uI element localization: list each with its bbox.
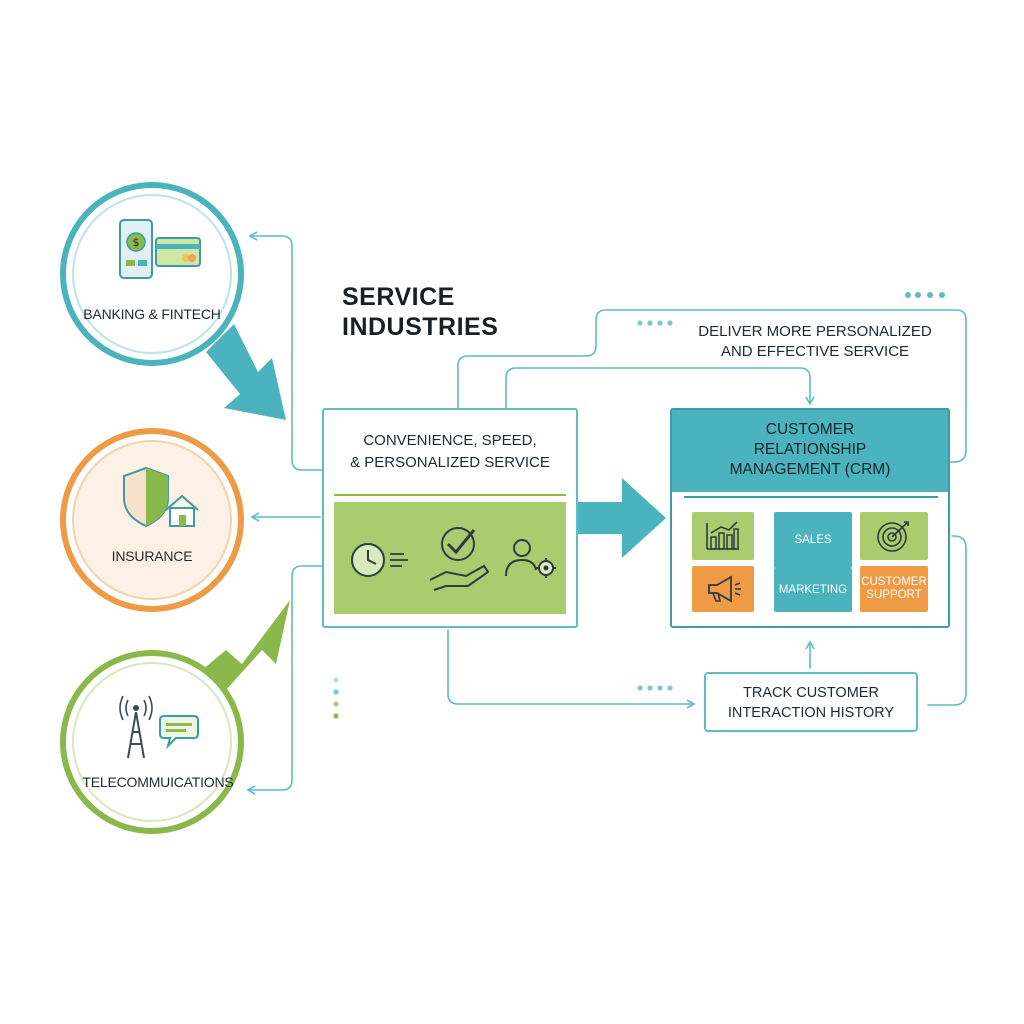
bar-chart-icon	[706, 521, 739, 550]
crm-tile-marketing: MARKETING	[774, 568, 852, 612]
crm-tile-customer-support: CUSTOMER SUPPORT	[860, 566, 928, 612]
track-line-right	[927, 535, 967, 706]
crm-tile-megaphone	[692, 566, 754, 612]
crm-line-3: MANAGEMENT (CRM)	[729, 461, 891, 478]
industry-label-insurance: INSURANCE	[111, 548, 193, 564]
deliver-line-1: DELIVER MORE PERSONALIZED	[698, 323, 932, 340]
industry-insurance: INSURANCE	[60, 428, 244, 612]
feedback-line-banking	[248, 231, 323, 471]
value-divider	[334, 494, 566, 496]
svg-text:$: $	[133, 236, 140, 249]
value-line-2: & PERSONALIZED SERVICE	[350, 454, 550, 471]
industry-banking: $ BANKING & FINTECH	[60, 182, 244, 366]
industry-label-banking: BANKING & FINTECH	[83, 306, 221, 322]
big-arrow-banking	[206, 324, 286, 420]
crm-header	[672, 410, 948, 492]
checkmark-hand-icon	[429, 527, 490, 591]
title-line-1: SERVICE	[342, 283, 455, 311]
diagram-title: SERVICE INDUSTRIES	[342, 282, 562, 342]
track-box: TRACK CUSTOMER INTERACTION HISTORY	[704, 672, 918, 732]
megaphone-icon	[708, 575, 741, 603]
crm-tile-analytics	[692, 512, 754, 560]
shield-house-icon	[123, 466, 199, 528]
title-line-2: INDUSTRIES	[342, 313, 499, 341]
big-arrow-telecom	[190, 600, 290, 690]
support-line-1: CUSTOMER	[861, 576, 927, 588]
value-panel	[334, 502, 566, 614]
feedback-line-telecom	[246, 565, 323, 795]
industry-telecom: TELECOMMUICATIONS	[60, 650, 244, 834]
track-line-2: INTERACTION HISTORY	[727, 705, 895, 721]
target-icon	[877, 521, 909, 552]
crm-tile-target	[860, 512, 928, 560]
deliver-note: DELIVER MORE PERSONALIZED AND EFFECTIVE …	[690, 322, 940, 362]
industry-label-telecom: TELECOMMUICATIONS	[82, 774, 234, 790]
cell-tower-chat-icon	[119, 695, 199, 759]
clock-speed-icon	[351, 543, 408, 577]
value-line-1: CONVENIENCE, SPEED,	[363, 432, 537, 449]
crm-tile-sales: SALES	[774, 512, 852, 568]
crm-divider	[684, 496, 938, 498]
big-arrow-main	[578, 478, 666, 558]
mobile-banking-card-icon: $	[119, 219, 201, 279]
value-box: CONVENIENCE, SPEED, & PERSONALIZED SERVI…	[322, 408, 578, 628]
loop-line-outer	[457, 309, 967, 463]
track-line-left	[447, 629, 696, 709]
dots-deliver	[637, 320, 673, 326]
support-line-2: SUPPORT	[866, 589, 922, 601]
loop-line-inner	[505, 367, 815, 409]
track-line-1: TRACK CUSTOMER	[743, 685, 879, 701]
dots-left	[333, 677, 339, 719]
dots-track	[637, 685, 673, 691]
person-gear-icon	[505, 539, 556, 578]
crm-line-2: RELATIONSHIP	[753, 441, 867, 458]
dots-top-right	[905, 292, 945, 298]
deliver-line-2: AND EFFECTIVE SERVICE	[720, 343, 910, 360]
crm-line-1: CUSTOMER	[765, 421, 855, 438]
